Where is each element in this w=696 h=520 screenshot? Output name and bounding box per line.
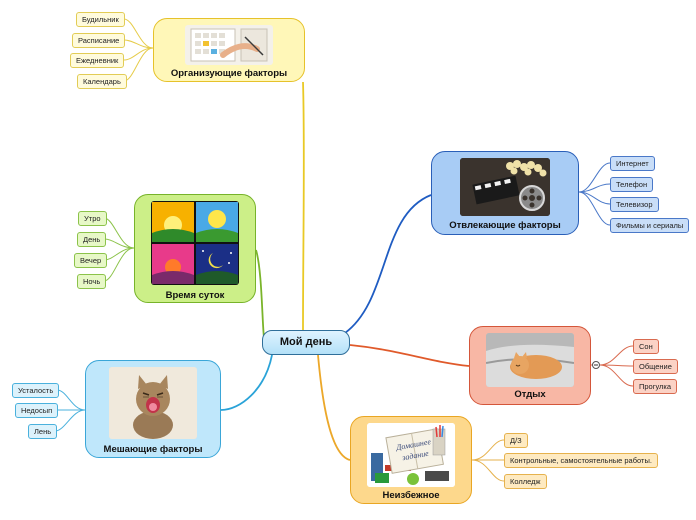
leaf-laziness[interactable]: Лень [28, 424, 58, 439]
branch-line-hindering [220, 354, 273, 411]
topic-label: Время суток [165, 290, 225, 301]
leaf-line [123, 18, 154, 49]
leaf-line [103, 238, 135, 249]
branch-line-inevitable [317, 354, 351, 461]
leaf-line [103, 247, 135, 282]
topic-time-of-day[interactable]: Время суток [134, 194, 256, 303]
topic-label: Организующие факторы [170, 68, 288, 79]
leaf-line [471, 439, 505, 461]
leaf-tests[interactable]: Контрольные, самостоятельные работы. [504, 453, 658, 468]
leaf-day[interactable]: День [77, 232, 107, 247]
leaf-walk[interactable]: Прогулка [633, 379, 678, 394]
leaf-line [578, 162, 611, 193]
leaf-communication[interactable]: Общение [633, 359, 678, 374]
leaf-internet[interactable]: Интернет [610, 156, 655, 171]
leaf-homework[interactable]: Д/З [504, 433, 528, 448]
leaf-movies[interactable]: Фильмы и сериалы [610, 218, 690, 233]
leaf-line [56, 389, 86, 411]
leaf-sleep[interactable]: Сон [633, 339, 659, 354]
leaf-line [103, 247, 135, 261]
topic-label: Отдых [514, 389, 546, 400]
leaf-line [599, 345, 634, 366]
leaf-line [123, 39, 154, 49]
leaf-line [578, 191, 611, 226]
leaf-tv[interactable]: Телевизор [610, 197, 659, 212]
topic-label: Мешающие факторы [103, 444, 203, 455]
collapse-toggle[interactable] [592, 361, 600, 369]
central-topic[interactable]: Мой день [262, 330, 350, 355]
leaf-college[interactable]: Колледж [504, 474, 547, 489]
sleeping-kitten-image [486, 333, 574, 387]
leaf-phone[interactable]: Телефон [610, 177, 654, 192]
leaf-schedule[interactable]: Расписание [72, 33, 126, 48]
leaf-line [471, 459, 505, 482]
leaf-alarm-clock[interactable]: Будильник [76, 12, 125, 27]
homework-image: Домашнее задание [367, 423, 455, 487]
topic-distracting-factors[interactable]: Отвлекающие факторы [431, 151, 579, 235]
movie-popcorn-image [460, 158, 550, 216]
topic-organizing-factors[interactable]: Организующие факторы [153, 18, 305, 82]
topic-inevitable[interactable]: Домашнее задание Неизбежное [350, 416, 472, 504]
branch-line-distracting [344, 194, 432, 334]
branch-line-time [255, 249, 265, 339]
topic-rest[interactable]: Отдых [469, 326, 591, 405]
leaf-morning[interactable]: Утро [78, 211, 107, 226]
branch-line-organizing [302, 81, 305, 333]
branch-line-rest [349, 344, 470, 367]
leaf-diary[interactable]: Ежедневник [70, 53, 125, 68]
leaf-line [103, 217, 135, 249]
leaf-fatigue[interactable]: Усталость [12, 383, 60, 398]
leaf-calendar[interactable]: Календарь [77, 74, 127, 89]
leaf-lack-of-sleep[interactable]: Недосып [15, 403, 59, 418]
leaf-night[interactable]: Ночь [77, 274, 107, 289]
leaf-line [578, 183, 611, 193]
times-of-day-image [151, 201, 239, 285]
planner-image [185, 25, 273, 65]
leaf-line [54, 409, 86, 432]
topic-label: Отвлекающие факторы [449, 220, 561, 231]
topic-label: Неизбежное [382, 490, 440, 501]
leaf-evening[interactable]: Вечер [74, 253, 108, 268]
yawning-kitten-image [109, 367, 197, 439]
leaf-line [599, 364, 634, 387]
topic-hindering-factors[interactable]: Мешающие факторы [85, 360, 221, 458]
